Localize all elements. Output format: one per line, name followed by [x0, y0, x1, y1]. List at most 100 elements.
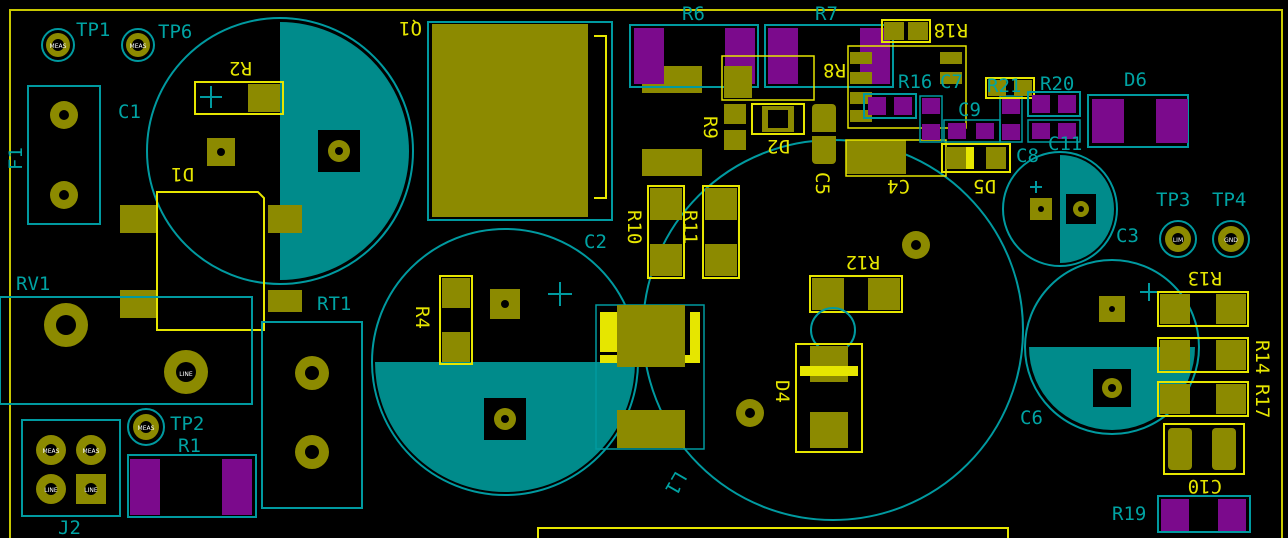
silk-r13: R13	[1188, 267, 1222, 289]
label-tp4: TP4	[1212, 189, 1246, 211]
c9-footprint[interactable]	[943, 119, 1001, 143]
label-r19: R19	[1112, 503, 1146, 525]
c3-footprint[interactable]	[1002, 151, 1118, 267]
c1-footprint[interactable]	[146, 17, 414, 285]
label-c9: C9	[958, 99, 981, 121]
silk-r9: R9	[699, 116, 721, 139]
c2-footprint[interactable]	[371, 228, 639, 496]
pad-text-rv1: LINE	[179, 371, 193, 378]
l1-hole-a	[902, 231, 930, 259]
tp2-pad[interactable]	[127, 408, 165, 446]
d4-footprint[interactable]	[795, 307, 863, 453]
c11-footprint[interactable]	[1027, 119, 1081, 143]
label-f1: F1	[5, 147, 27, 170]
r11-footprint[interactable]	[702, 185, 740, 279]
silk-r10: R10	[623, 210, 645, 244]
pad-text-tp6: MEAS	[130, 43, 147, 50]
label-c8: C8	[1016, 145, 1039, 167]
silk-d2: D2	[767, 135, 790, 157]
tp3-pad[interactable]	[1159, 220, 1197, 258]
r8-footprint[interactable]	[721, 55, 815, 101]
label-tp3: TP3	[1156, 189, 1190, 211]
label-tp2: TP2	[170, 413, 204, 435]
r15-footprint[interactable]	[985, 77, 1035, 99]
silk-r2: R2	[229, 57, 252, 79]
r1-footprint[interactable]	[127, 454, 257, 518]
j2-footprint[interactable]	[21, 419, 121, 517]
pad-text-j2b: MEAS	[83, 448, 100, 455]
silk-q1: Q1	[399, 17, 422, 39]
r20-footprint[interactable]	[1027, 91, 1081, 117]
r12-footprint[interactable]	[809, 275, 903, 313]
r21-footprint[interactable]	[999, 95, 1023, 143]
silk-r18: R18	[934, 19, 968, 41]
tp1-pad[interactable]	[41, 28, 75, 62]
c10-footprint[interactable]	[1163, 423, 1245, 475]
l1-hole-b	[736, 399, 764, 427]
label-r16: R16	[898, 71, 932, 93]
label-d6: D6	[1124, 69, 1147, 91]
q1-footprint[interactable]	[427, 21, 702, 221]
c7-footprint[interactable]	[919, 95, 943, 143]
label-rv1: RV1	[16, 273, 50, 295]
c4-footprint[interactable]	[845, 139, 947, 177]
pad-text-tp2: MEAS	[138, 425, 155, 432]
rv1-footprint[interactable]	[0, 296, 253, 405]
label-c3: C3	[1116, 225, 1139, 247]
label-j2: J2	[58, 517, 81, 538]
c5-footprint[interactable]	[812, 104, 836, 164]
r13-footprint[interactable]	[1157, 291, 1249, 327]
c6-footprint[interactable]	[1024, 259, 1200, 435]
r18-footprint[interactable]	[881, 19, 931, 43]
rt1-footprint[interactable]	[261, 321, 363, 509]
silk-d4: D4	[771, 380, 793, 403]
board-outline	[9, 9, 1283, 538]
r17-footprint[interactable]	[1157, 381, 1249, 417]
tp6-pad[interactable]	[121, 28, 155, 62]
label-r6: R6	[682, 3, 705, 25]
label-r1: R1	[178, 435, 201, 457]
silk-c4: C4	[887, 175, 910, 197]
f1-footprint[interactable]	[27, 85, 101, 225]
label-r20: R20	[1040, 73, 1074, 95]
pad-text-j2a: MEAS	[43, 448, 60, 455]
l1-pads-left[interactable]	[595, 304, 705, 450]
silk-d5: D5	[973, 175, 996, 197]
d6-footprint[interactable]	[1087, 94, 1189, 148]
silk-c5: C5	[811, 172, 833, 195]
tp4-pad[interactable]	[1212, 220, 1250, 258]
silk-d1: D1	[171, 163, 194, 185]
label-c11: C11	[1048, 133, 1082, 155]
pad-text-tp4: GND	[1224, 237, 1238, 244]
r4-footprint[interactable]	[439, 275, 473, 365]
label-r21: R21	[987, 75, 1021, 97]
label-rt1: RT1	[317, 293, 351, 315]
silk-r14: R14	[1251, 340, 1273, 374]
silk-r4: R4	[411, 306, 433, 329]
silk-r8: R8	[823, 59, 846, 81]
r19-footprint[interactable]	[1157, 495, 1251, 533]
d1-footprint[interactable]	[120, 191, 302, 331]
r2-footprint[interactable]	[194, 81, 284, 115]
r9-footprint[interactable]	[724, 104, 746, 150]
u-footprint[interactable]	[847, 45, 967, 129]
d5-footprint[interactable]	[941, 143, 1011, 173]
label-tp1: TP1	[76, 19, 110, 41]
d2-footprint[interactable]	[751, 103, 805, 135]
pad-text-tp1: MEAS	[50, 43, 67, 50]
label-tp6: TP6	[158, 21, 192, 43]
r14-footprint[interactable]	[1157, 337, 1249, 373]
silk-r12: R12	[846, 251, 880, 273]
label-c6: C6	[1020, 407, 1043, 429]
label-c1: C1	[118, 101, 141, 123]
silk-r11: R11	[679, 210, 701, 244]
label-l1: L1	[660, 468, 690, 499]
silk-c10: C10	[1188, 475, 1222, 497]
pad-text-tp3: LIM	[1173, 237, 1183, 244]
r10-footprint[interactable]	[647, 185, 685, 279]
label-c7: C7	[940, 71, 963, 93]
r16-footprint[interactable]	[863, 93, 917, 119]
pad-text-j2c: LINE	[44, 487, 58, 494]
silk-r17: R17	[1251, 384, 1273, 418]
